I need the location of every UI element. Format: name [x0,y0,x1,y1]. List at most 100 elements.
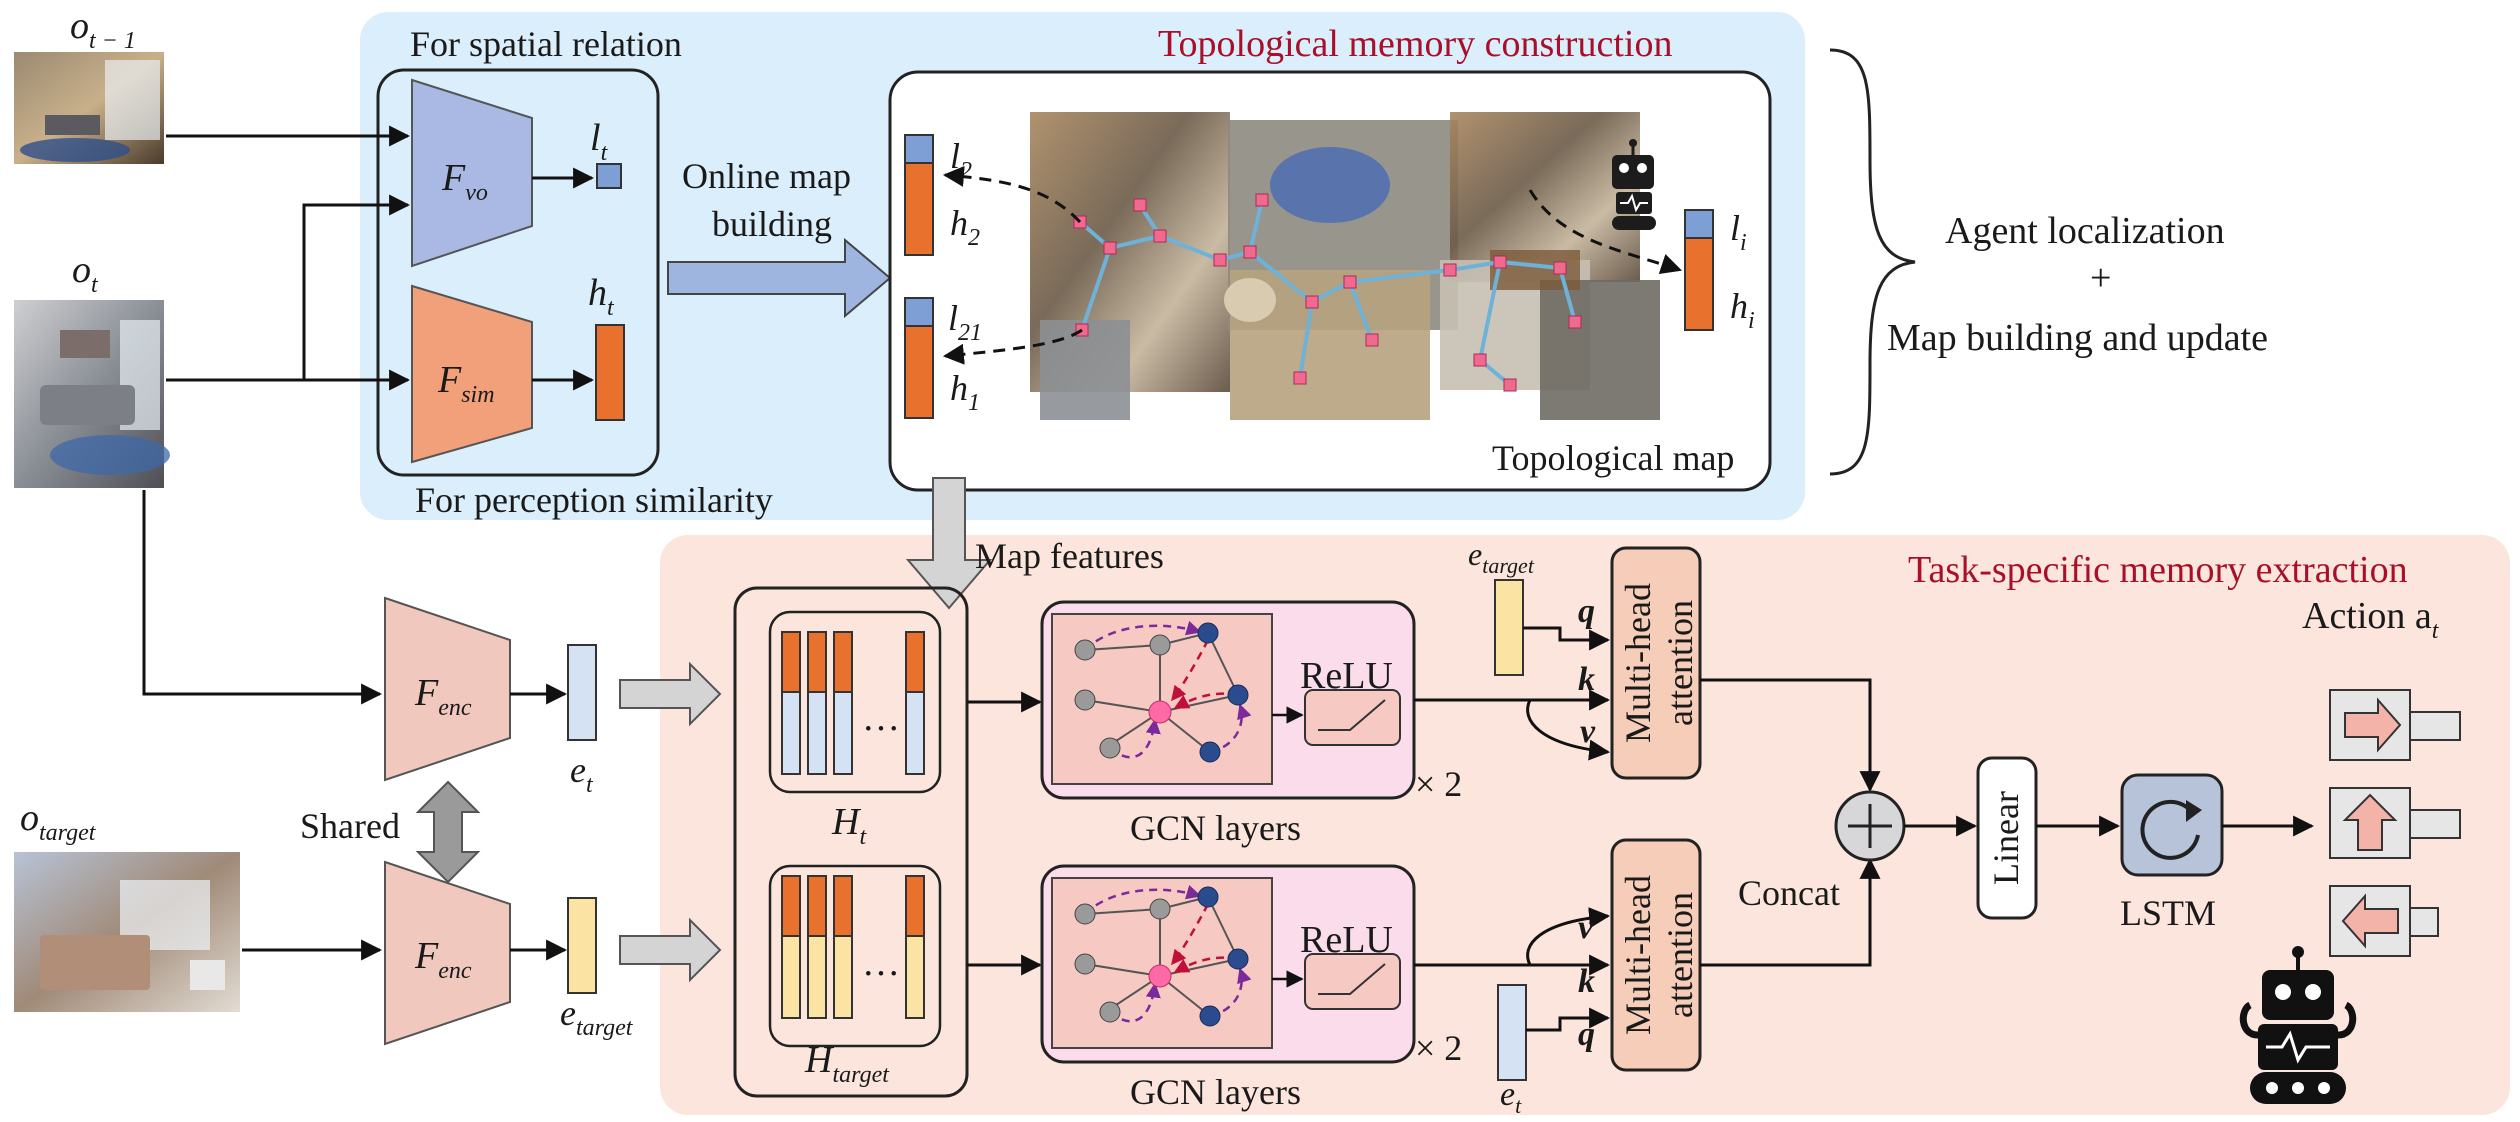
l21-feature [904,297,934,327]
relu-bottom-box [1304,953,1401,1010]
v-top-label: v [1580,713,1596,750]
etarget-label: etarget [560,993,634,1041]
gcn-graph-top-nodes [1074,622,1249,763]
spatial-relation-title: For spatial relation [410,24,682,64]
online-map-label-2: building [712,204,832,244]
perception-box [376,68,660,477]
et-to-q-arrow [1526,1007,1611,1032]
Htarget-stack [781,875,925,1019]
gcn-top-times2: × 2 [1415,764,1462,804]
map-building-label: Map building and update [1887,317,2268,359]
etarget-query-label: etarget [1468,536,1535,578]
Ht-label: Ht [831,801,867,850]
topo-map-label: Topological map [1492,438,1734,478]
fenc-top-label: Fenc [414,672,472,721]
obs-prev-label: ot − 1 [70,5,136,54]
node-to-l2-pointer [942,165,1082,224]
action-left-icon [2329,885,2439,957]
gcn-top-dashed-purple [1084,620,1202,651]
et-to-Ht-arrow [619,661,722,727]
fenc-encoder-bottom [384,860,511,1046]
gcn-graph-bottom-nodes [1074,886,1249,1027]
Ht-box [768,610,942,794]
etarget-to-q-arrow [1523,626,1611,651]
curly-brace [1829,48,1916,476]
action-label: Action at [2302,595,2440,644]
obs-curr-image [14,300,170,488]
ht-feature [595,324,625,421]
lstm-recurrent-icon [2140,799,2200,860]
q-top-label: q [1578,593,1595,630]
et-feature [567,644,597,741]
fsim-encoder [411,284,533,464]
k-bottom-label: k [1578,963,1595,1000]
topo-title: Topological memory construction [1158,23,1672,65]
shared-double-arrow [415,780,481,884]
obs-target-label: otarget [20,797,97,846]
fenc-encoder-top [384,596,511,782]
l21-label: l21 [948,298,982,346]
gcn-top-dashed-red [1171,639,1210,702]
Ht-dots: … [862,697,900,739]
gcn-bottom-times2: × 2 [1415,1028,1462,1068]
shared-label: Shared [300,806,400,846]
mha-top-to-concat-arrow [1700,678,1881,793]
h2-feature [904,162,934,256]
gcn-bottom-to-v-arrow [1526,907,1611,966]
gcn-bottom-label: GCN layers [1130,1072,1301,1112]
obs-target-image [14,852,240,1012]
node-to-li-pointer [1528,189,1682,274]
topo-edges [1078,199,1577,387]
et-query-feature [1497,984,1527,1081]
h2-label: h2 [950,203,980,251]
online-map-arrow [667,237,892,319]
node-to-l21-pointer [942,328,1083,365]
gcn-top-to-v-arrow [1526,699,1611,761]
action-forward-icon [2329,787,2461,859]
map-features-arrow [905,477,993,610]
linear-label: Linear [1986,791,2026,885]
q-bottom-label: q [1578,1016,1595,1053]
fenc-bottom-label: Fenc [414,935,472,984]
etarget-feature [567,897,597,994]
perception-similarity-title: For perception similarity [415,480,773,520]
Ht-stack [781,631,925,775]
Htarget-box [768,864,942,1048]
robot-icon-small [1612,139,1656,230]
linear-block [1976,756,2038,920]
fsim-label: Fsim [437,359,495,408]
gcn-bottom-dashed-purple [1084,884,1202,915]
h1-feature [904,325,934,419]
li-label: li [1730,208,1747,256]
li-feature [1684,209,1714,239]
lt-feature [596,163,622,189]
hi-feature [1684,237,1714,331]
v-bottom-label: v [1578,909,1594,946]
map-features-label: Map features [975,536,1164,576]
mha-bottom-block [1610,838,1702,1072]
plus-label: + [2090,257,2111,299]
etarget-to-Htarget-arrow [619,917,722,983]
task-title: Task-specific memory extraction [1908,549,2408,591]
et-label: et [570,750,594,798]
etarget-query-feature [1494,579,1524,676]
gcn-bottom-dashed-red [1171,903,1210,966]
hi-label: hi [1730,286,1755,334]
ht-label: ht [588,272,615,321]
Htarget-label: Htarget [804,1039,890,1088]
lstm-label: LSTM [2120,893,2216,933]
mha-top-label: Multi-headattention [1618,583,1700,743]
et-query-label: et [1500,1076,1522,1118]
relu-top-box [1304,689,1401,746]
lt-label: lt [590,117,609,166]
relu-top-curve [1318,699,1386,731]
obs-prev-image [14,52,164,164]
fvo-label: Fvo [441,157,488,206]
relu-bottom-curve [1318,963,1386,995]
agent-localization-label: Agent localization [1945,210,2225,252]
fvo-encoder [411,78,533,268]
mha-top-block [1610,546,1702,780]
action-right-icon [2329,689,2461,761]
memory-feature-box [733,586,969,1098]
